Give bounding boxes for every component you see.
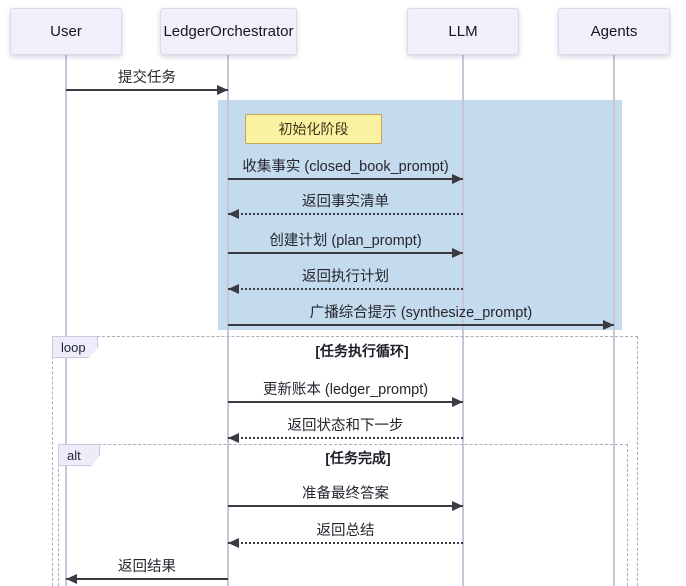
- arrowhead-icon: [228, 209, 239, 219]
- lifeline-llm: [462, 55, 464, 586]
- loop-frame: [52, 336, 638, 586]
- alt-frame: [58, 444, 628, 586]
- init-note-label: 初始化阶段: [278, 121, 349, 137]
- actor-label: LLM: [448, 23, 478, 40]
- message-line: [228, 505, 463, 507]
- loop-guard-label: [任务执行循环]: [315, 343, 409, 359]
- message-label: 返回结果: [118, 559, 176, 575]
- message-label: 创建计划 (plan_prompt): [269, 233, 422, 249]
- arrowhead-icon: [452, 501, 463, 511]
- message-line: [228, 252, 463, 254]
- init-note: 初始化阶段: [245, 114, 382, 144]
- lifeline-user: [65, 55, 67, 586]
- actor-box-agents: Agents: [558, 8, 670, 55]
- loop-tab: loop: [52, 336, 98, 358]
- alt-tab-label: alt: [67, 447, 81, 463]
- actor-box-llm: LLM: [407, 8, 519, 55]
- message-label: 返回事实清单: [302, 194, 389, 210]
- message-line: [228, 324, 614, 326]
- actor-box-orchestrator: LedgerOrchestrator: [160, 8, 297, 55]
- message-label: 准备最终答案: [302, 486, 389, 502]
- message-line: [66, 578, 228, 580]
- arrowhead-icon: [66, 574, 77, 584]
- actor-box-user: User: [10, 8, 122, 55]
- message-label: 返回总结: [316, 523, 375, 539]
- arrowhead-icon: [452, 248, 463, 258]
- message-line: [228, 437, 463, 439]
- arrowhead-icon: [228, 538, 239, 548]
- message-label: 广播综合提示 (synthesize_prompt): [309, 305, 533, 321]
- arrowhead-icon: [452, 397, 463, 407]
- message-label: 收集事实 (closed_book_prompt): [242, 159, 449, 175]
- message-line: [228, 288, 463, 290]
- message-line: [228, 401, 463, 403]
- arrowhead-icon: [603, 320, 614, 330]
- message-label: 提交任务: [118, 70, 176, 86]
- message-label: 返回状态和下一步: [287, 418, 404, 434]
- lifeline-orchestrator: [227, 55, 229, 586]
- message-label: 更新账本 (ledger_prompt): [262, 382, 429, 398]
- actor-label: User: [50, 23, 82, 40]
- message-line: [228, 178, 463, 180]
- arrowhead-icon: [228, 284, 239, 294]
- actor-label: LedgerOrchestrator: [163, 23, 294, 40]
- alt-tab: alt: [58, 444, 100, 466]
- message-label: 返回执行计划: [302, 269, 389, 285]
- message-line: [228, 542, 463, 544]
- loop-tab-label: loop: [61, 339, 86, 355]
- arrowhead-icon: [228, 433, 239, 443]
- actor-label: Agents: [590, 23, 638, 40]
- message-line: [66, 89, 228, 91]
- arrowhead-icon: [217, 85, 228, 95]
- arrowhead-icon: [452, 174, 463, 184]
- message-line: [228, 213, 463, 215]
- alt-guard-label: [任务完成]: [325, 450, 391, 466]
